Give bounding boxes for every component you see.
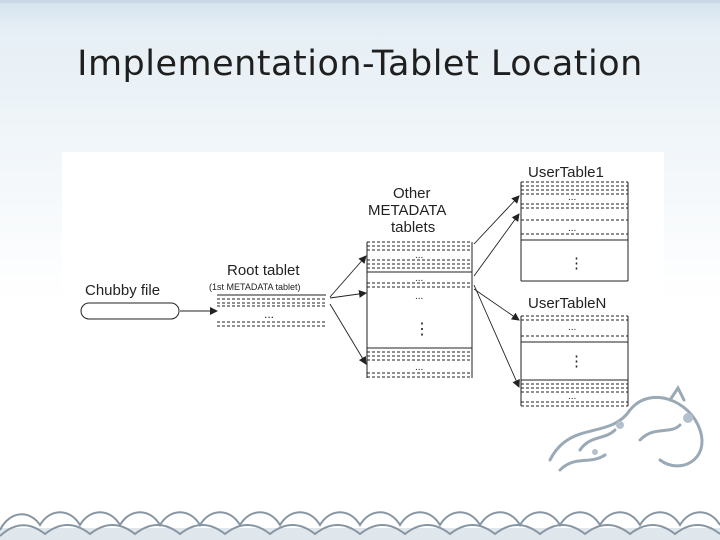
metadata-ellipsis-4: ...	[415, 362, 423, 373]
user-table-1-stack: ... ... ⋮	[520, 181, 629, 282]
dragon-ornament-icon	[548, 385, 704, 472]
chubby-file-label: Chubby file	[85, 282, 160, 299]
page-title: Implementation-Tablet Location	[77, 44, 643, 84]
arrow-meta-to-usern-top	[473, 288, 520, 321]
usern-ellipsis-2: ...	[568, 391, 576, 402]
chubby-file-node	[80, 302, 180, 320]
diagram-arrows	[180, 195, 520, 388]
diagram-svg: Chubby file Root tablet (1st METADATA ta…	[80, 164, 629, 407]
arrow-meta-to-usern-bottom	[473, 284, 520, 388]
arrow-root-to-meta-bottom	[329, 303, 367, 365]
root-tablet-label: Root tablet	[227, 262, 300, 279]
tablet-location-diagram: Chubby file Root tablet (1st METADATA ta…	[62, 152, 664, 433]
user-table-n-stack: ... ⋮ ...	[520, 315, 629, 407]
user-table-1-label: UserTable1	[528, 164, 604, 181]
metadata-vellipsis: ⋮	[414, 321, 430, 338]
metadata-ellipsis-3: ...	[415, 291, 423, 302]
usern-ellipsis-1: ...	[568, 322, 576, 333]
other-tablets-label-3: tablets	[391, 219, 435, 236]
user1-ellipsis-1: ...	[568, 192, 576, 203]
other-tablets-label-1: Other	[393, 185, 431, 202]
arrow-root-to-meta-top	[329, 255, 367, 298]
other-tablets-label-2: METADATA	[368, 202, 446, 219]
root-tablet-sublabel: (1st METADATA tablet)	[209, 282, 301, 292]
root-tablet-stack: ...	[217, 294, 326, 327]
user-table-n-label: UserTableN	[528, 295, 606, 312]
user1-ellipsis-2: ...	[568, 223, 576, 234]
wave-border-icon	[0, 511, 720, 540]
arrow-meta-to-user1-top	[473, 195, 520, 245]
metadata-ellipsis-1: ...	[415, 250, 423, 261]
root-ellipsis: ...	[264, 307, 274, 321]
metadata-ellipsis-2: ...	[415, 273, 423, 284]
user1-vellipsis: ⋮	[569, 255, 584, 272]
top-border-line	[0, 0, 720, 3]
arrow-meta-to-user1-mid	[473, 213, 520, 277]
arrow-root-to-meta-mid	[329, 290, 367, 299]
metadata-tablets-column: ... ... ... ⋮ ...	[366, 241, 473, 378]
usern-vellipsis: ⋮	[569, 353, 584, 370]
